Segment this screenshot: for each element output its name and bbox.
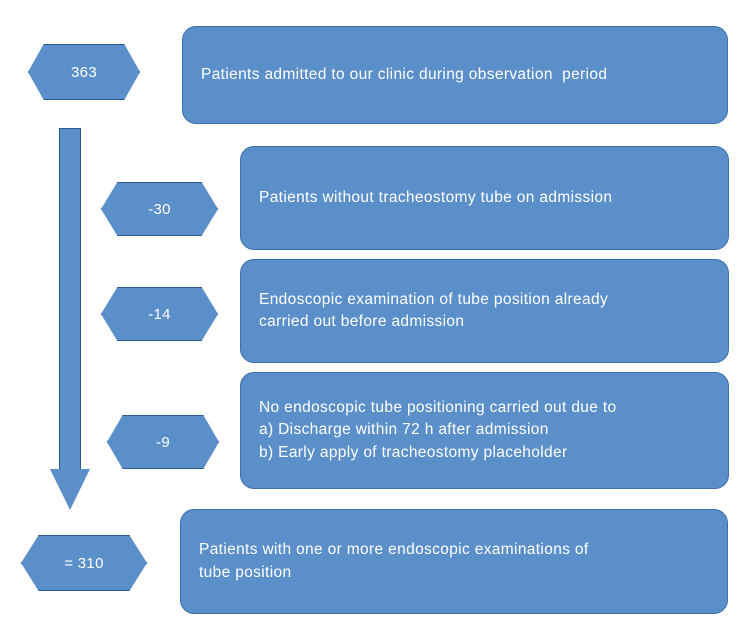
box-admitted-line-1: Patients admitted to our clinic during o… bbox=[201, 65, 608, 83]
box-exclusion-no-positioning-line-3: b) Early apply of tracheostomy placehold… bbox=[259, 443, 568, 461]
box-admitted: Patients admitted to our clinic during o… bbox=[182, 26, 728, 124]
badge-count-admitted: 363 bbox=[28, 44, 140, 100]
down-arrow bbox=[50, 128, 90, 510]
box-exclusion-no-positioning-line-1: No endoscopic tube positioning carried o… bbox=[259, 398, 617, 416]
box-included-total: Patients with one or more endoscopic exa… bbox=[180, 509, 728, 614]
badge-exclusion-no-positioning: -9 bbox=[107, 415, 219, 469]
box-exclusion-no-positioning: No endoscopic tube positioning carried o… bbox=[240, 372, 729, 489]
down-arrow-shaft bbox=[59, 128, 81, 470]
badge-included-total: = 310 bbox=[21, 535, 147, 591]
badge-exclusion-prior-endoscopy: -14 bbox=[101, 287, 218, 341]
down-arrow-head bbox=[50, 469, 90, 510]
box-exclusion-prior-endoscopy-line-1: Endoscopic examination of tube position … bbox=[259, 290, 609, 308]
box-exclusion-no-tracheostomy: Patients without tracheostomy tube on ad… bbox=[240, 146, 729, 250]
box-exclusion-prior-endoscopy: Endoscopic examination of tube position … bbox=[240, 259, 729, 363]
box-included-total-line-2: tube position bbox=[199, 563, 292, 581]
box-exclusion-no-tracheostomy-line-1: Patients without tracheostomy tube on ad… bbox=[259, 188, 613, 206]
badge-exclusion-no-tracheostomy: -30 bbox=[101, 182, 218, 236]
box-exclusion-prior-endoscopy-line-2: carried out before admission bbox=[259, 313, 465, 330]
box-included-total-line-1: Patients with one or more endoscopic exa… bbox=[199, 541, 589, 559]
box-exclusion-no-positioning-line-2: a) Discharge within 72 h after admission bbox=[259, 421, 549, 439]
